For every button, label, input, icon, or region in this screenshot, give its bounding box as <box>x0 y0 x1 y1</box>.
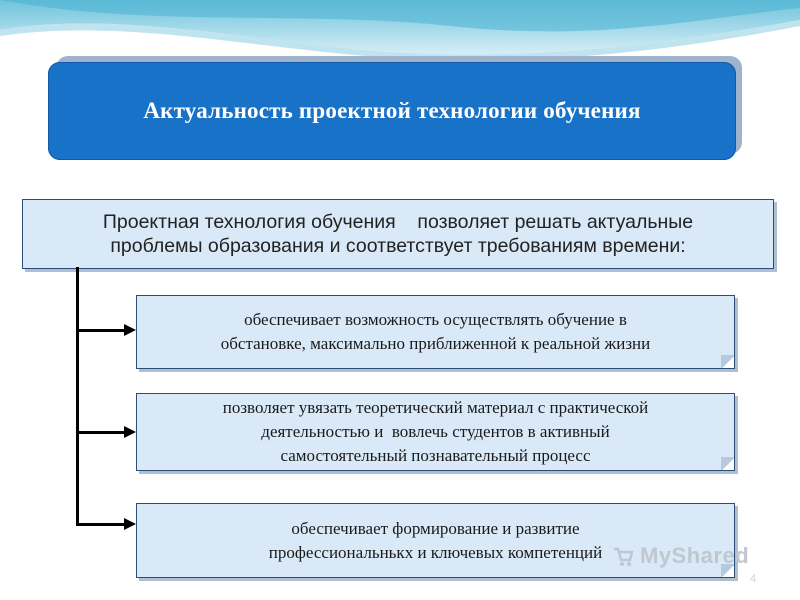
connector-line-1 <box>78 329 126 332</box>
bullet-box-3: обеспечивает формирование и развитие про… <box>136 503 735 578</box>
watermark-logo: MyShared <box>612 538 749 574</box>
arrow-right-icon <box>124 426 136 438</box>
cart-icon <box>614 547 634 566</box>
watermark-text: MyShared <box>640 543 750 568</box>
page-fold-corner <box>721 564 734 577</box>
bullet-box-2: позволяет увязать теоретический материал… <box>136 393 735 471</box>
arrow-right-icon <box>124 518 136 530</box>
page-fold-corner <box>721 457 734 470</box>
connector-line-2 <box>78 431 126 434</box>
slide-title: Актуальность проектной технологии обучен… <box>143 98 641 123</box>
arrow-right-icon <box>124 324 136 336</box>
bullet-text-3: обеспечивает формирование и развитие про… <box>268 518 603 562</box>
page-number: 4 <box>750 573 757 585</box>
page-fold-corner <box>721 355 734 368</box>
bullet-box-1: обеспечивает возможность осуществлять об… <box>136 295 735 369</box>
connector-line-3 <box>78 523 126 526</box>
decorative-wave-band <box>0 0 800 70</box>
intro-text: Проектная технология обучения позволяет … <box>102 211 694 257</box>
intro-box: Проектная технология обучения позволяет … <box>22 199 774 269</box>
title-banner: Актуальность проектной технологии обучен… <box>48 62 736 160</box>
connector-vertical-line <box>76 267 79 526</box>
bullet-text-2: позволяет увязать теоретический материал… <box>222 398 649 465</box>
bullet-text-1: обеспечивает возможность осуществлять об… <box>220 310 651 353</box>
